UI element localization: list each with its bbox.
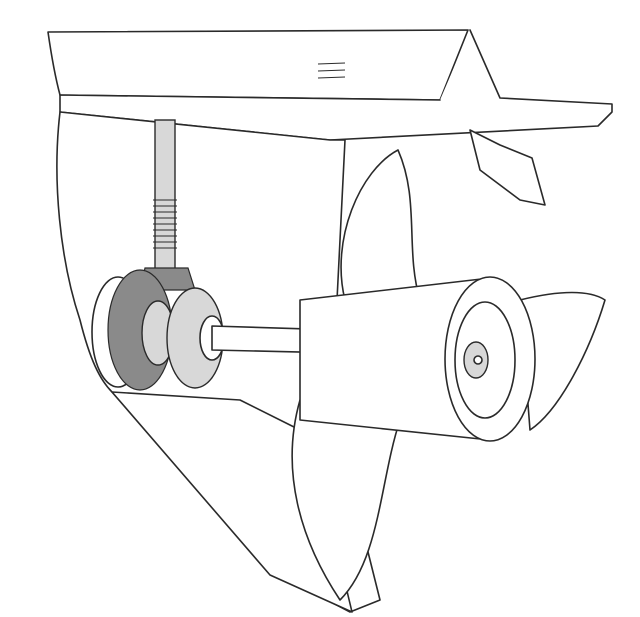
- propeller-blade-upper: [340, 149, 421, 301]
- propeller-blade-right: [519, 291, 606, 431]
- driveshaft-thread: [153, 199, 177, 249]
- housing-rear-edge: [59, 29, 613, 141]
- trim-fin: [469, 129, 546, 206]
- cotter-pin: [473, 355, 483, 365]
- upper-housing: [47, 29, 469, 101]
- vent-slots: [317, 62, 346, 79]
- propeller-blade-lower: [291, 399, 401, 601]
